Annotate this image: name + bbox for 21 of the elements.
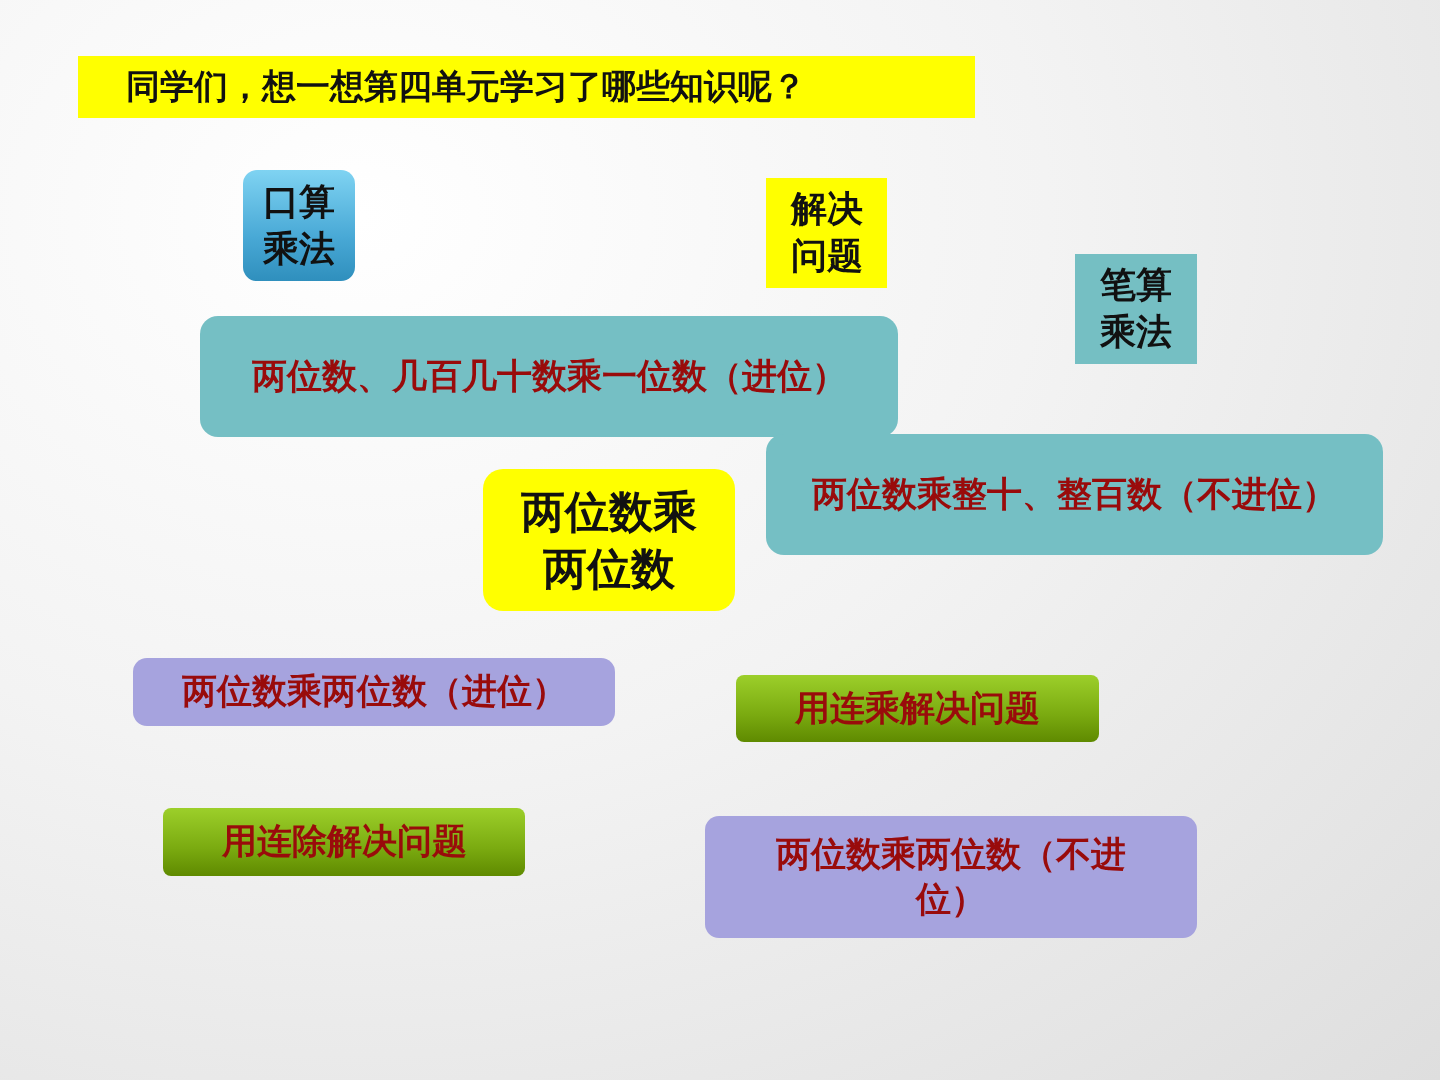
- topic-box: [705, 816, 1197, 938]
- topic-box: [163, 808, 525, 876]
- topic-label: 解决问题: [789, 187, 864, 278]
- topic-label: 用连除解决问题: [221, 820, 467, 864]
- title-text: 同学们，想一想第四单元学习了哪些知识呢？: [126, 65, 806, 108]
- topic-label: 笔算乘法: [1099, 263, 1173, 354]
- topic-label: 两位数乘两位数（进位）: [181, 670, 567, 714]
- topic-label: 两位数乘两位数（不进位）: [775, 832, 1127, 921]
- topic-label: 用连乘解决问题: [795, 686, 1040, 730]
- topic-box: [736, 675, 1099, 742]
- topic-box: [200, 316, 898, 437]
- topic-label: 两位数乘整十、整百数（不进位）: [812, 472, 1337, 516]
- topic-box: [243, 170, 355, 281]
- topic-box: [483, 469, 735, 611]
- topic-box: [1075, 254, 1197, 364]
- topic-box: [766, 178, 887, 288]
- topic-label: 两位数、几百几十数乘一位数（进位）: [251, 354, 847, 398]
- topic-box: [133, 658, 615, 726]
- topic-box: [766, 434, 1383, 555]
- topic-label: 口算乘法: [262, 179, 336, 271]
- topic-label: 两位数乘两位数: [520, 484, 698, 596]
